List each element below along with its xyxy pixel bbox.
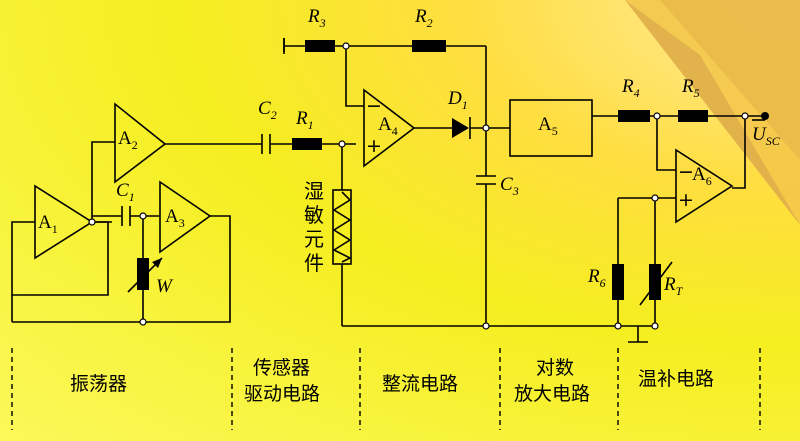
resistor-r1	[292, 138, 322, 150]
label-r4: R4	[621, 76, 640, 100]
resistor-rt	[649, 264, 661, 300]
label-d1: D1	[447, 88, 468, 112]
component-labels: R3 R2 C2 R1 C1 D1 C3 R4 R5 R6 RT W USC	[116, 6, 781, 298]
section-labels: 振荡器 传感器 驱动电路 整流电路 对数 放大电路 温补电路	[70, 357, 714, 405]
label-r3: R3	[307, 6, 326, 30]
ground-symbols	[283, 38, 648, 343]
output-terminal	[761, 112, 769, 120]
svg-text:A1: A1	[38, 212, 58, 236]
opamp-a5-box: A5	[509, 99, 593, 157]
label-r6: R6	[587, 266, 606, 290]
svg-text:A3: A3	[165, 206, 185, 230]
diode-d1	[452, 117, 471, 139]
junction-dots	[88, 42, 769, 330]
corner-decoration	[625, 0, 800, 225]
capacitors	[121, 134, 496, 226]
svg-text:+: +	[366, 135, 382, 157]
svg-text:A6: A6	[692, 164, 712, 188]
section-temp-comp: 温补电路	[638, 368, 714, 390]
section-sensor-driver-2: 驱动电路	[244, 383, 320, 405]
section-rectifier: 整流电路	[382, 373, 458, 395]
svg-text:敏: 敏	[304, 203, 324, 227]
label-rt: RT	[663, 274, 684, 298]
svg-text:件: 件	[304, 251, 324, 275]
section-oscillator: 振荡器	[70, 373, 127, 395]
resistor-r5	[678, 110, 708, 122]
label-r2: R2	[414, 6, 433, 30]
label-c1: C1	[116, 180, 135, 204]
section-log-amp-2: 放大电路	[514, 383, 590, 405]
opamp-a3: A3	[159, 180, 212, 254]
resistor-r2	[412, 40, 446, 52]
label-w: W	[156, 276, 174, 297]
humidity-sensor	[332, 189, 352, 265]
resistor-r4	[618, 110, 650, 122]
pot-w-arrow	[127, 257, 163, 293]
resistor-r3	[305, 40, 335, 52]
resistors	[137, 40, 708, 300]
svg-text:A4: A4	[378, 114, 398, 138]
label-r5: R5	[681, 76, 700, 100]
svg-text:湿: 湿	[304, 179, 324, 203]
section-log-amp-1: 对数	[536, 357, 574, 379]
opamp-a2: A2	[114, 102, 167, 184]
opamp-a1: A1	[34, 184, 94, 260]
svg-text:+: +	[678, 189, 694, 211]
label-r1: R1	[295, 108, 314, 132]
svg-text:A5: A5	[538, 114, 558, 138]
sensor-label: 湿 敏 元 件	[304, 179, 324, 275]
potentiometer-w	[137, 258, 149, 290]
resistor-r6	[612, 264, 624, 300]
svg-text:−: −	[366, 95, 382, 117]
section-sensor-driver-1: 传感器	[253, 357, 310, 379]
opamp-a6: A6 − +	[675, 148, 734, 224]
svg-text:A2: A2	[118, 128, 138, 152]
svg-text:−: −	[678, 161, 694, 183]
label-c2: C2	[258, 98, 277, 122]
rt-thermal-arrow	[639, 261, 673, 306]
svg-text:元: 元	[304, 227, 324, 251]
opamp-a4: A4 − +	[363, 88, 416, 168]
section-dividers	[11, 348, 761, 430]
label-usc: USC	[752, 124, 781, 148]
label-c3: C3	[500, 174, 519, 198]
